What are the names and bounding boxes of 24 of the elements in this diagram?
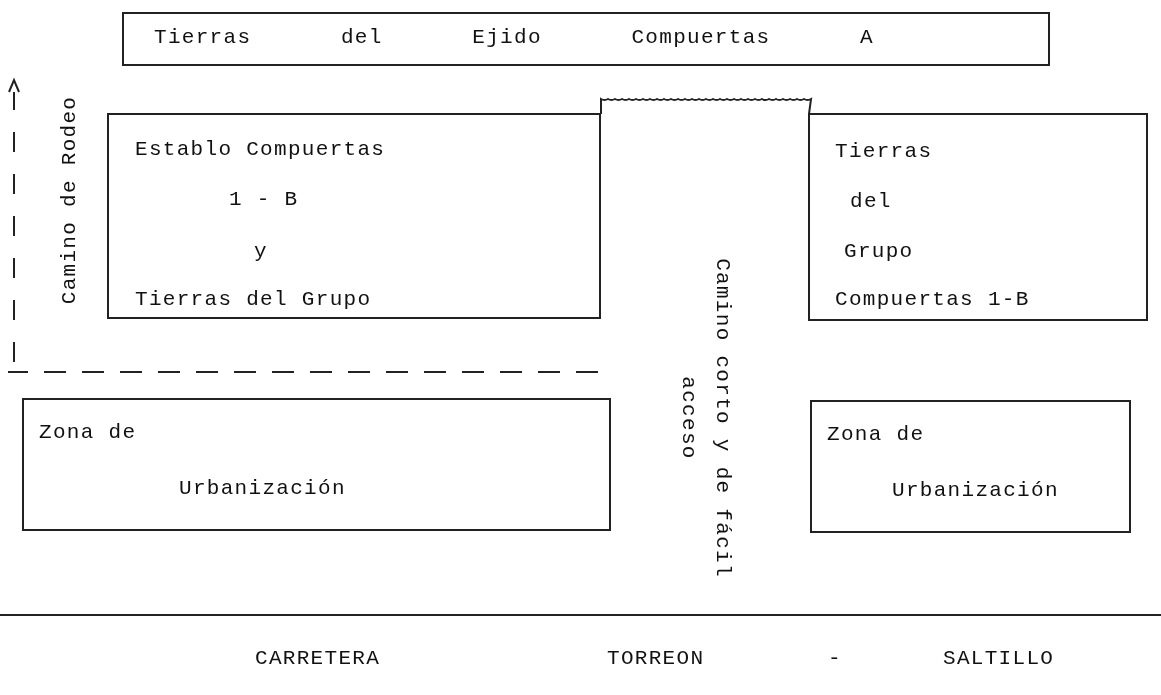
land-parcel-box — [22, 398, 611, 531]
road-label: Camino de Rodeo — [57, 95, 82, 305]
land-parcel-box — [808, 113, 1148, 321]
parcel-label: Urbanización — [892, 478, 1059, 504]
highway-label: - — [828, 646, 842, 672]
parcel-label: Zona de — [39, 420, 137, 446]
parcel-label: Tierras del Ejido Compuertas A — [154, 25, 874, 51]
parcel-label: Tierras del Grupo — [135, 287, 372, 313]
parcel-label: Compuertas 1-B — [835, 287, 1030, 313]
parcel-label: Grupo — [844, 239, 914, 265]
parcel-label: Urbanización — [179, 476, 346, 502]
parcel-label: y — [254, 239, 268, 265]
land-parcel-box — [107, 113, 601, 319]
parcel-label: del — [850, 189, 892, 215]
highway-label: SALTILLO — [943, 646, 1055, 672]
parcel-label: Tierras — [835, 139, 933, 165]
land-parcel-box — [810, 400, 1131, 533]
parcel-label: Establo Compuertas — [135, 137, 386, 163]
parcel-label: 1 - B — [229, 187, 299, 213]
road-label: Camino corto y de fácil acceso — [676, 257, 735, 580]
highway-label: CARRETERA — [255, 646, 381, 672]
highway-label: TORREON — [607, 646, 705, 672]
land-parcel-box — [122, 12, 1050, 66]
parcel-label: Zona de — [827, 422, 925, 448]
